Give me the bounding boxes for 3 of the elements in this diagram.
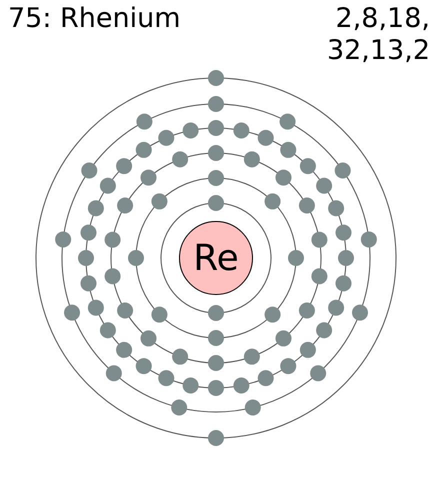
title: 75: Rhenium [8,3,181,35]
electron-configuration-text: 2,8,18, 32,13,2 [326,3,430,67]
element-symbol: Re [193,238,239,278]
